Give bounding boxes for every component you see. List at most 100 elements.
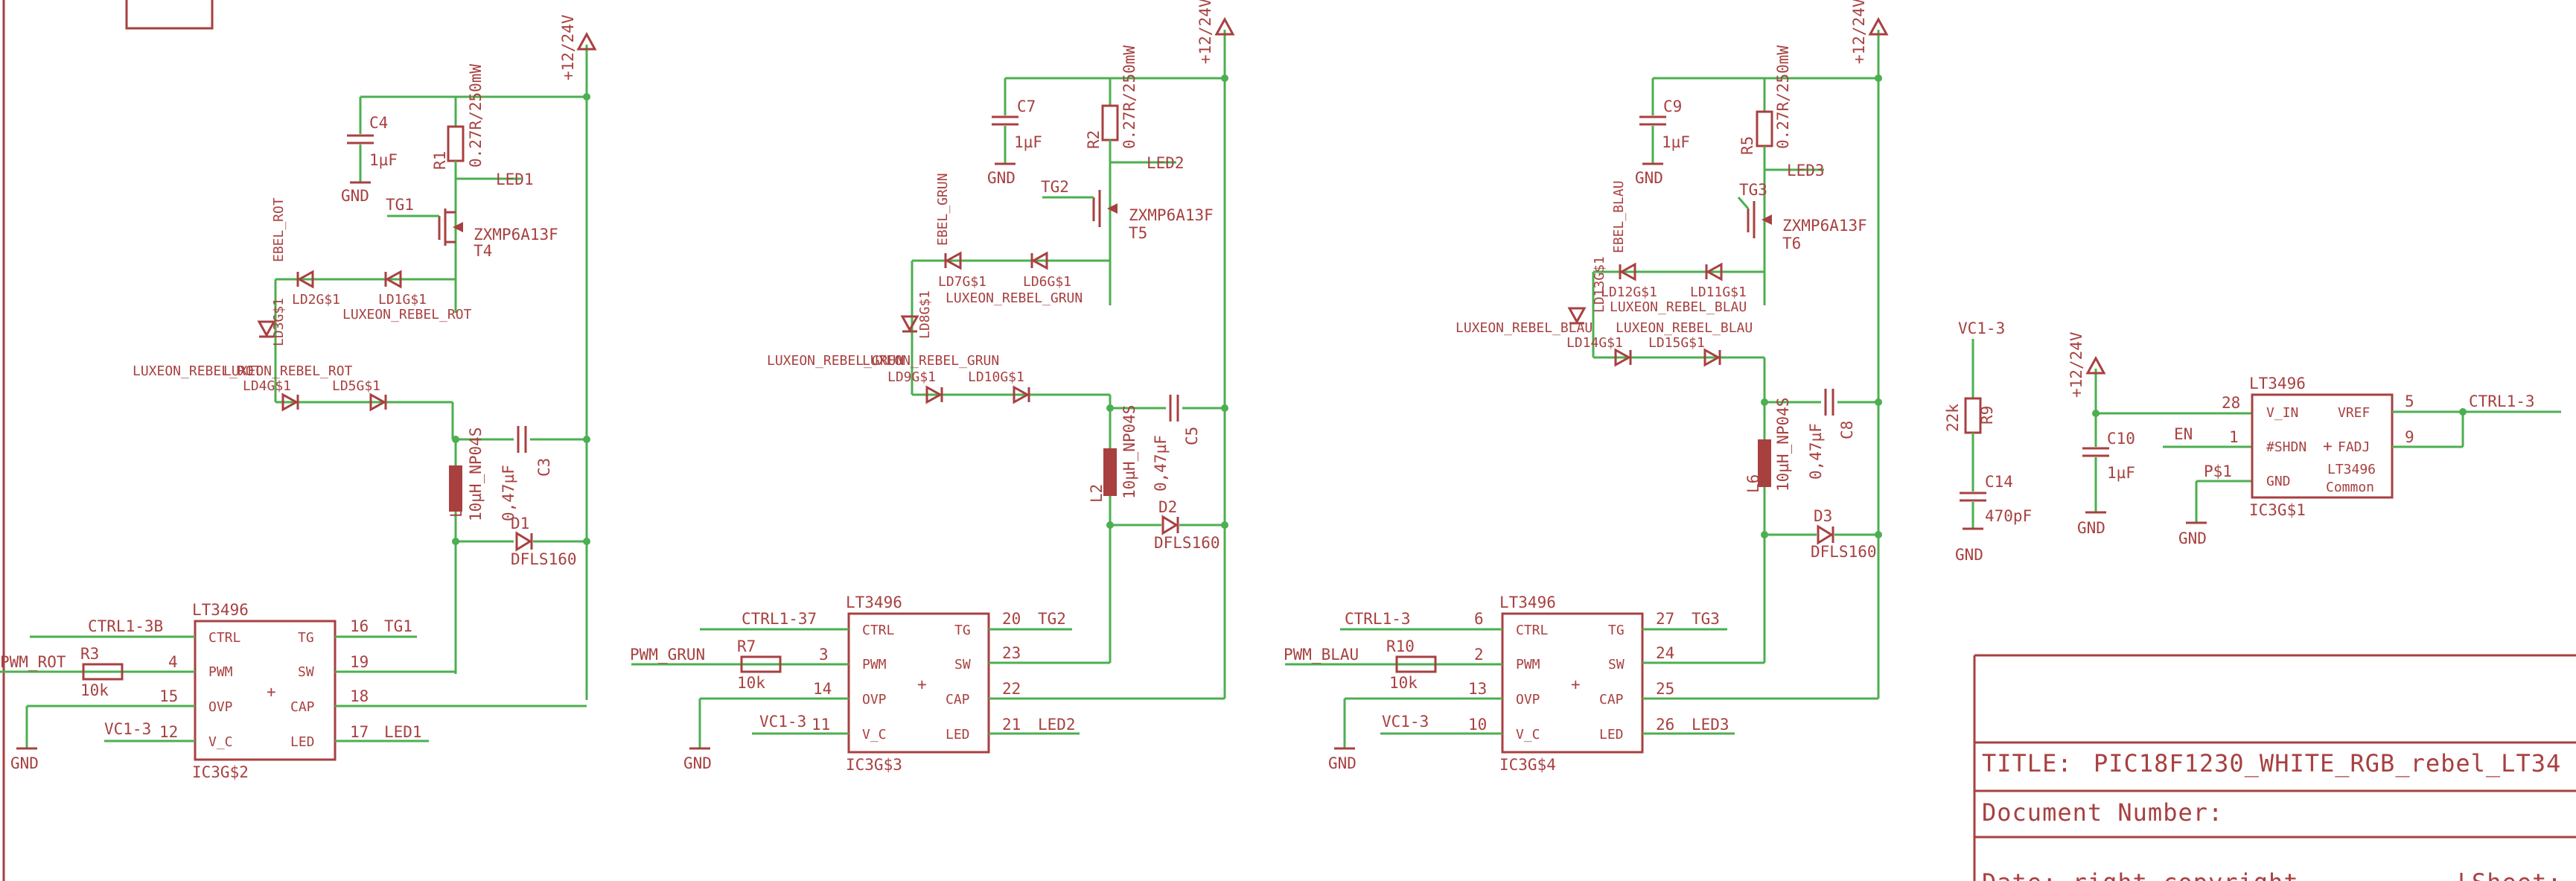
svg-text:L2: L2: [1088, 484, 1106, 503]
svg-text:LD12G$1: LD12G$1: [1601, 284, 1657, 300]
svg-text:14: 14: [813, 680, 832, 698]
svg-text:PWM_ROT: PWM_ROT: [0, 653, 66, 671]
svg-text:CAP: CAP: [946, 692, 970, 707]
ic-ch1-part: LT3496: [192, 601, 249, 619]
date-text: Date: right_copyright: [1982, 868, 2299, 881]
svg-text:R5: R5: [1738, 136, 1756, 155]
svg-text:CTRL: CTRL: [208, 630, 241, 646]
svg-text:19: 19: [350, 653, 369, 671]
svg-text:R9: R9: [1978, 406, 1996, 424]
svg-text:VREF: VREF: [2338, 405, 2370, 421]
svg-text:2: 2: [1474, 646, 1484, 664]
svg-text:21: 21: [1002, 716, 1021, 734]
svg-text:LD15G$1: LD15G$1: [1648, 335, 1705, 351]
svg-text:6: 6: [1474, 610, 1484, 628]
c3-ref: C3: [535, 458, 553, 477]
svg-text:GND: GND: [987, 169, 1016, 187]
svg-text:LED2: LED2: [1147, 154, 1185, 172]
svg-text:SW: SW: [1608, 657, 1625, 672]
svg-text:LED: LED: [946, 727, 970, 742]
svg-text:C10: C10: [2107, 430, 2135, 448]
svg-text:R2: R2: [1085, 130, 1103, 149]
svg-text:OVP: OVP: [1516, 692, 1540, 707]
sheet-text: Sheet: 1: [2472, 868, 2576, 881]
svg-text:GND: GND: [2077, 519, 2105, 537]
svg-text:EBEL_GRUN: EBEL_GRUN: [935, 173, 951, 246]
l1-ref: L1: [447, 499, 465, 518]
svg-text:20: 20: [1002, 610, 1021, 628]
svg-text:0,47µF: 0,47µF: [1807, 423, 1825, 480]
svg-text:LED: LED: [290, 734, 315, 750]
svg-text:P$1: P$1: [2204, 462, 2232, 480]
svg-text:LD8G$1: LD8G$1: [917, 290, 933, 339]
svg-text:10µH_NP04S: 10µH_NP04S: [1120, 405, 1138, 499]
svg-text:DFLS160: DFLS160: [1811, 543, 1877, 561]
svg-text:LUXEON_REBEL_BLAU: LUXEON_REBEL_BLAU: [1610, 299, 1747, 315]
svg-text:25: 25: [1656, 680, 1674, 698]
svg-text:LD7G$1: LD7G$1: [938, 274, 986, 290]
svg-text:VC1-3: VC1-3: [1382, 713, 1429, 731]
svg-text:0.27R/250mW: 0.27R/250mW: [1120, 45, 1138, 149]
svg-text:GND: GND: [1328, 754, 1356, 772]
svg-text:Common: Common: [2326, 480, 2374, 495]
title-block: TITLE: PIC18F1230_WHITE_RGB_rebel_LT34 D…: [1973, 654, 2576, 881]
svg-text:LED2: LED2: [1038, 716, 1076, 734]
svg-text:1µF: 1µF: [1014, 133, 1042, 151]
svg-text:10k: 10k: [1389, 674, 1418, 692]
svg-text:CTRL1-3: CTRL1-3: [2469, 392, 2535, 410]
svg-text:TG: TG: [298, 630, 314, 646]
svg-text:15: 15: [159, 687, 178, 705]
common-section: VC1-3 22k R9 C14 470pF GND +12/24V C10 1…: [1944, 319, 2561, 564]
svg-text:LD6G$1: LD6G$1: [1023, 274, 1071, 290]
svg-text:5: 5: [2405, 392, 2414, 410]
c3-value: 0,47µF: [500, 465, 517, 521]
svg-text:CTRL1-37: CTRL1-37: [742, 610, 817, 628]
svg-text:FADJ: FADJ: [2338, 439, 2370, 455]
svg-text:9: 9: [2405, 428, 2414, 446]
svg-text:1µF: 1µF: [2107, 464, 2135, 482]
svg-text:ZXMP6A13F: ZXMP6A13F: [1782, 217, 1867, 235]
svg-text:22: 22: [1002, 680, 1021, 698]
svg-text:CTRL1-3: CTRL1-3: [1345, 610, 1411, 628]
svg-text:GND: GND: [1955, 546, 1983, 564]
svg-text:10: 10: [1468, 716, 1487, 734]
svg-text:OVP: OVP: [862, 692, 887, 707]
c4-ref: C4: [369, 114, 388, 132]
svg-text:LED: LED: [1599, 727, 1624, 742]
svg-text:TG1: TG1: [384, 617, 412, 635]
svg-text:LED1: LED1: [384, 723, 422, 741]
svg-text:IC3G$3: IC3G$3: [846, 756, 902, 774]
svg-text:GND: GND: [1635, 169, 1663, 187]
ic-ch2-box: [847, 612, 990, 754]
svg-text:CTRL: CTRL: [1516, 623, 1549, 638]
svg-text:D2: D2: [1158, 498, 1177, 516]
channel-blau: +12/24V C9 1µF GND R5 0.27R/250mW LED3 T…: [1284, 0, 1889, 774]
svg-text:IC3G$1: IC3G$1: [2249, 501, 2306, 519]
supply-label-1: +12/24V: [559, 14, 577, 80]
channel-rot: +12/24V C4 1µF GND R1 0.27R/250mW LED1 T…: [0, 14, 597, 781]
svg-text:LUXEON_REBEL_BLAU: LUXEON_REBEL_BLAU: [1456, 320, 1593, 336]
svg-text:0.27R/250mW: 0.27R/250mW: [1774, 45, 1792, 149]
svg-text:V_C: V_C: [1516, 727, 1540, 742]
svg-text:+: +: [917, 675, 927, 693]
svg-text:12: 12: [159, 723, 178, 741]
svg-text:22k: 22k: [1944, 404, 1962, 432]
svg-text:C9: C9: [1663, 98, 1682, 115]
led-ld2-rot: LD2G$1: [292, 292, 340, 308]
svg-text:C8: C8: [1838, 421, 1856, 439]
channel-grun: +12/24V C7 1µF GND R2 0.27R/250mW LED2 T…: [630, 0, 1235, 774]
led-ld1-rot: LD1G$1: [378, 292, 427, 308]
svg-text:EN: EN: [2174, 425, 2193, 443]
svg-text:1: 1: [2229, 428, 2239, 446]
svg-text:GND: GND: [10, 754, 39, 772]
led-label-rot-3: LUXEON_REBEL_ROT: [223, 363, 353, 379]
led-ld4-rot: LD4G$1: [243, 378, 291, 394]
svg-text:LT3496: LT3496: [2327, 462, 2376, 477]
svg-text:VC1-3: VC1-3: [1958, 319, 2005, 337]
svg-text:TG2: TG2: [1038, 610, 1066, 628]
svg-text:CTRL: CTRL: [862, 623, 895, 638]
gnd-label-c4: GND: [341, 187, 369, 205]
svg-text:16: 16: [350, 617, 369, 635]
docnum-label: Document Number:: [1982, 798, 2223, 827]
